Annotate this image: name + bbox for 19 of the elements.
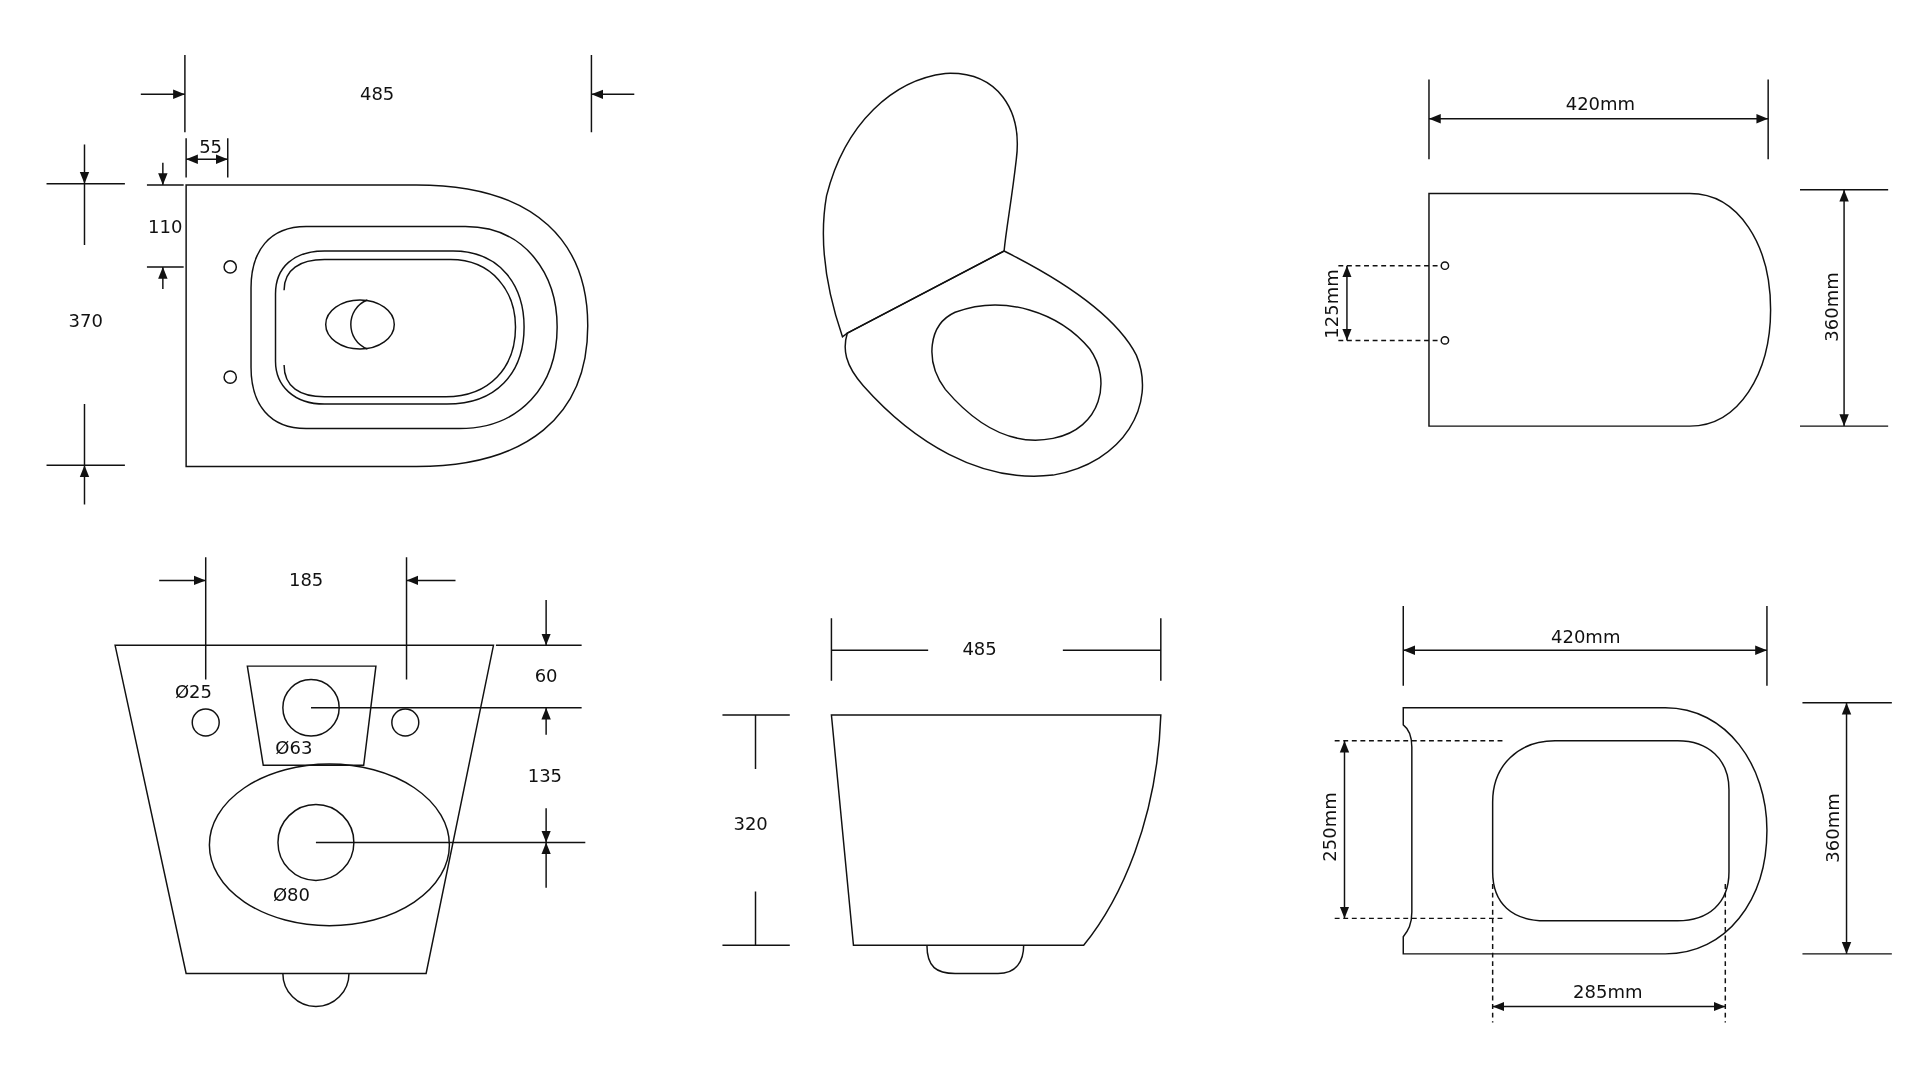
dimension-label: 60 [534, 666, 558, 685]
dimension-label: 360mm [1822, 272, 1841, 343]
dimension-label: 110 [148, 217, 183, 236]
dimension-label: Ø63 [275, 739, 313, 758]
dimension-label: 485 [962, 639, 997, 658]
dimension-label: 320 [733, 815, 768, 834]
dimension-label: 55 [199, 137, 223, 156]
dimension-label: Ø25 [174, 682, 212, 701]
dimension-label: 370 [68, 311, 103, 330]
dimension-label: 285mm [1573, 982, 1643, 1001]
dimension-label: 485 [359, 85, 395, 104]
dimension-label: 185 [288, 571, 324, 590]
dimension-label: Ø80 [272, 886, 310, 905]
dimension-label: 420mm [1551, 627, 1621, 646]
dimension-label: 250mm [1320, 791, 1339, 862]
dimension-label: 360mm [1824, 793, 1843, 863]
dimension-label: 125mm [1323, 268, 1342, 339]
dimension-label: 420mm [1565, 95, 1636, 114]
dimension-label: 135 [527, 767, 563, 786]
